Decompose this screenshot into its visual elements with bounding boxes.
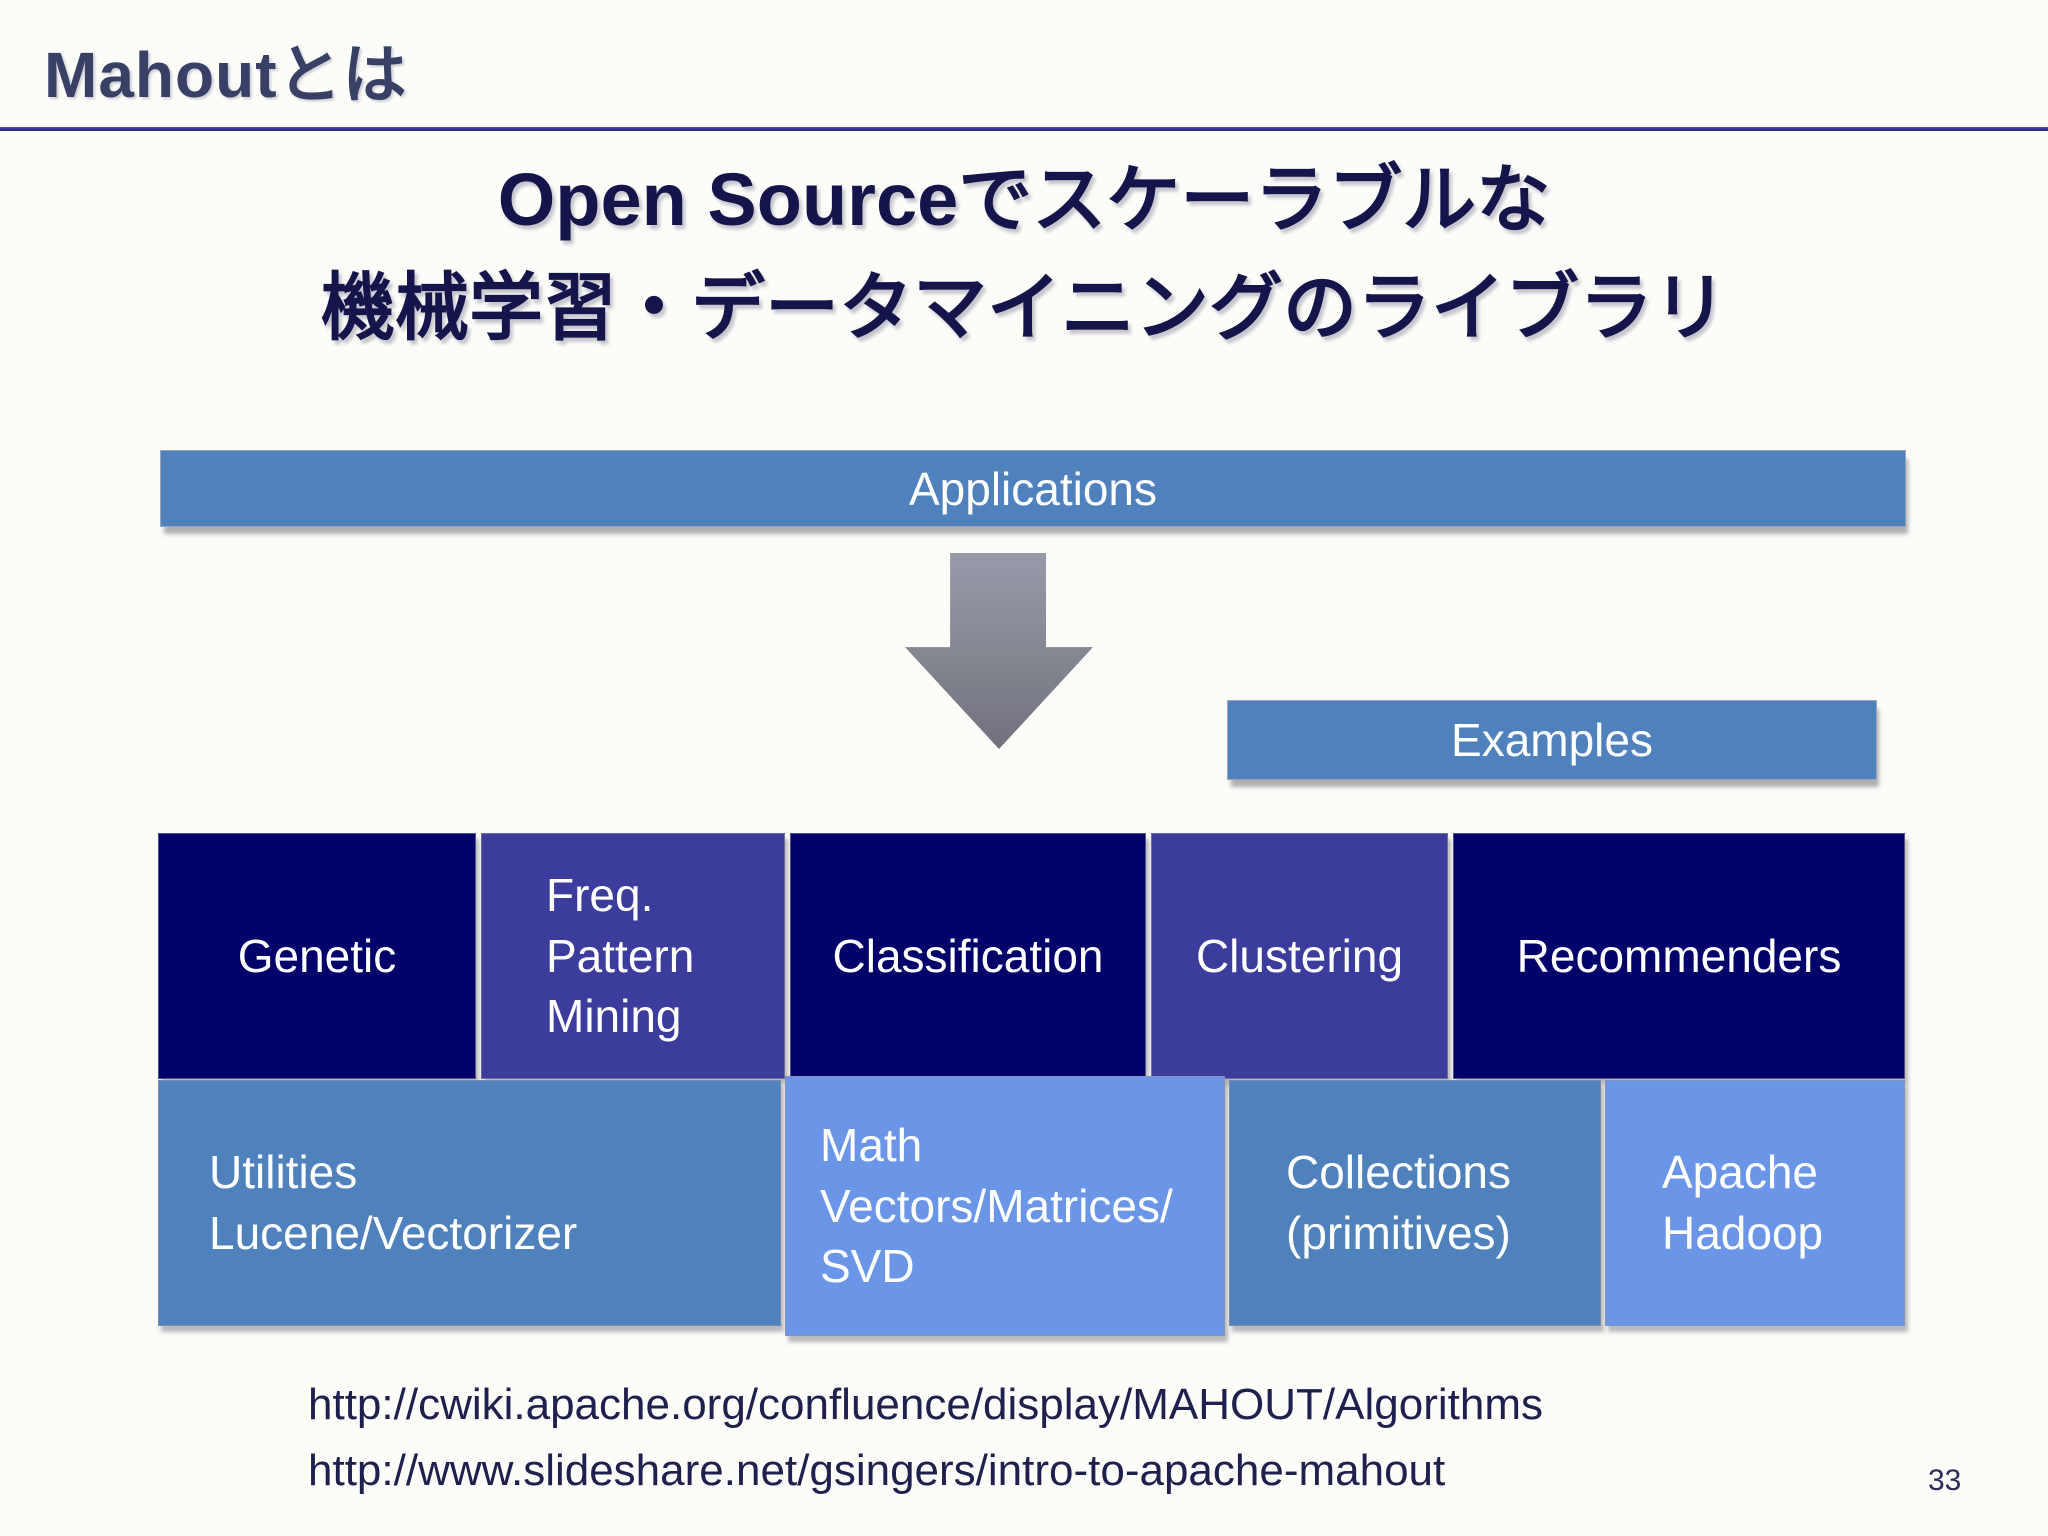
- diagram-box-genetic-label: Genetic: [237, 929, 397, 982]
- diagram-box-clustering: Clustering: [1151, 833, 1448, 1079]
- main-heading: Open Sourceでスケーラブルな 機械学習・データマイニングのライブラリ: [0, 146, 2048, 362]
- main-heading-line-2: 機械学習・データマイニングのライブラリ: [321, 266, 1727, 349]
- applications-bar-label: Applications: [908, 462, 1158, 515]
- diagram-box-classification: Classification: [790, 833, 1146, 1079]
- diagram-box-collections-label: Collections (primitives): [1286, 1146, 1511, 1259]
- down-arrow-icon: [905, 553, 1093, 749]
- main-heading-line-1: Open Sourceでスケーラブルな: [497, 158, 1551, 241]
- examples-bar-label: Examples: [1451, 714, 1653, 766]
- diagram-box-utilities-label: Utilities Lucene/Vectorizer: [209, 1146, 578, 1259]
- diagram-box-math-label: Math Vectors/Matrices/ SVD: [820, 1118, 1173, 1293]
- diagram-box-genetic: Genetic: [158, 833, 476, 1079]
- diagram-box-classification-label: Classification: [832, 929, 1104, 982]
- diagram-box-freq-pattern-mining: Freq. Pattern Mining: [481, 833, 785, 1079]
- diagram-box-recommenders-label: Recommenders: [1516, 929, 1842, 982]
- page-number: 33: [1928, 1464, 1962, 1497]
- diagram-box-apache-hadoop-label: Apache Hadoop: [1662, 1146, 1824, 1259]
- url-line-2: http://www.slideshare.net/gsingers/intro…: [308, 1446, 1446, 1495]
- title-divider: [0, 127, 2048, 131]
- diagram-box-collections: Collections (primitives): [1229, 1080, 1601, 1326]
- diagram-box-math: Math Vectors/Matrices/ SVD: [785, 1076, 1225, 1336]
- url-line-1: http://cwiki.apache.org/confluence/displ…: [308, 1380, 1543, 1429]
- examples-bar: Examples: [1227, 700, 1877, 780]
- diagram-box-recommenders: Recommenders: [1453, 833, 1905, 1079]
- slide-title: Mahoutとは: [44, 39, 408, 111]
- diagram-box-freq-pattern-mining-label: Freq. Pattern Mining: [546, 868, 695, 1043]
- diagram-box-apache-hadoop: Apache Hadoop: [1605, 1080, 1905, 1326]
- reference-links: http://cwiki.apache.org/confluence/displ…: [308, 1372, 1543, 1504]
- diagram-box-clustering-label: Clustering: [1195, 929, 1404, 982]
- diagram-box-utilities: Utilities Lucene/Vectorizer: [158, 1080, 781, 1326]
- applications-bar: Applications: [160, 450, 1906, 527]
